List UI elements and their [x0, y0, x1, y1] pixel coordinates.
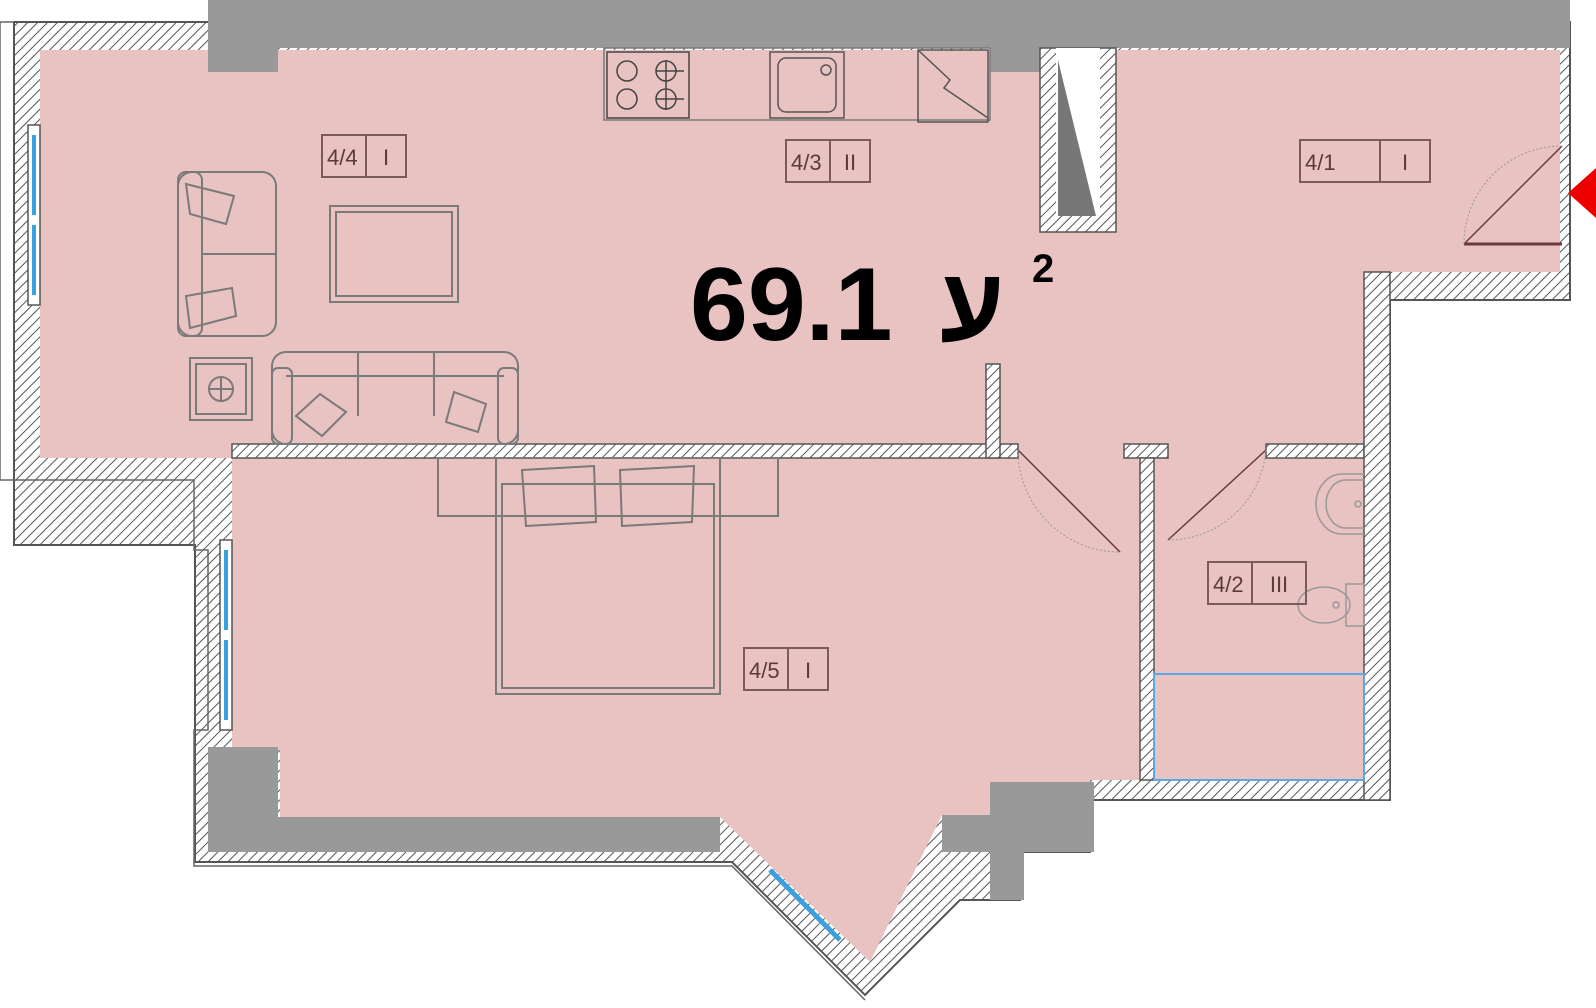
room-class-box	[1251, 561, 1307, 605]
entrance-marker	[1568, 168, 1596, 218]
room-label-4-4: 4/4 I	[321, 134, 407, 178]
room-class: I	[805, 658, 811, 683]
room-label-4-3: 4/3 II	[785, 139, 871, 183]
entrance-door	[1463, 145, 1563, 246]
floor-area	[40, 50, 1560, 962]
room-number: 4/3	[791, 150, 822, 175]
room-class: III	[1270, 572, 1288, 597]
room-number: 4/5	[749, 658, 780, 683]
sink-icon	[769, 51, 845, 119]
balcony-outline	[0, 21, 866, 1001]
fridge-icon	[917, 49, 989, 123]
room-class-box	[787, 647, 829, 691]
bedroom-door	[1017, 449, 1121, 553]
interior-walls	[231, 47, 1391, 801]
shower-tray-icon	[1153, 673, 1365, 781]
room-number: 4/2	[1213, 572, 1244, 597]
room-class: I	[383, 145, 389, 170]
area-unit-superscript: 2	[1032, 247, 1054, 291]
room-label-4-2: 4/2 III	[1207, 561, 1307, 605]
double-bed-icon	[437, 457, 779, 695]
shaft-shading	[1058, 60, 1096, 216]
room-class: II	[844, 150, 856, 175]
room-label-4-5: 4/5 I	[743, 647, 829, 691]
area-unit: ע	[940, 247, 1004, 363]
washbasin-icon	[1315, 473, 1364, 535]
area-value: 69.1	[690, 247, 892, 363]
bathroom-door	[1167, 449, 1267, 541]
room-label-4-1: 4/1 I	[1299, 139, 1431, 183]
kitchen-counter	[603, 47, 991, 121]
coffee-table-icon	[329, 205, 459, 303]
armchair-icon	[189, 357, 253, 421]
room-number: 4/4	[327, 145, 358, 170]
room-class: I	[1402, 150, 1408, 175]
room-class-box	[829, 139, 871, 183]
room-class-box	[1379, 139, 1431, 183]
room-number: 4/1	[1305, 150, 1336, 175]
sofa-icon	[271, 351, 519, 445]
room-class-box	[365, 134, 407, 178]
windows	[27, 124, 842, 942]
stove-icon	[606, 51, 690, 119]
total-area-label: 69.1 ע 2	[690, 247, 1054, 363]
sofa-icon	[177, 171, 277, 337]
